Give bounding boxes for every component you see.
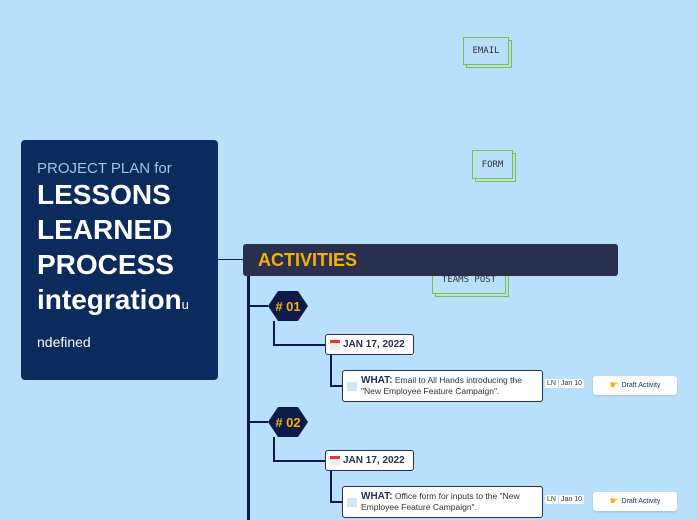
title-pre: PROJECT PLAN for: [37, 160, 172, 177]
connector: [247, 276, 250, 520]
pointing-hand-icon: ☛: [609, 380, 619, 391]
connector: [250, 305, 268, 307]
title-line: LEARNED: [37, 214, 173, 245]
what-text: Office form for inputs to the "New Emplo…: [361, 491, 520, 512]
due-date: Jan 10: [559, 495, 585, 504]
title-line: PROCESS: [37, 249, 174, 280]
assignee-initials: LN: [545, 379, 558, 388]
date-text: JAN 17, 2022: [343, 455, 405, 466]
due-date: Jan 10: [559, 379, 585, 388]
project-title-node[interactable]: PROJECT PLAN for LESSONS LEARNED PROCESS…: [21, 140, 218, 380]
connector: [250, 421, 268, 423]
email-icon: [347, 381, 357, 391]
draft-label: Draft Activity: [621, 498, 661, 505]
connector: [218, 259, 243, 260]
date-text: JAN 17, 2022: [343, 339, 405, 350]
calendar-icon: [330, 339, 340, 350]
pointing-hand-icon: ☛: [609, 496, 619, 507]
connector: [330, 385, 342, 387]
connector: [273, 344, 325, 346]
activity-what[interactable]: WHAT: Email to All Hands introducing the…: [342, 370, 543, 402]
what-text: Email to All Hands introducing the "New …: [361, 375, 522, 396]
connector: [273, 437, 275, 461]
title-suffix: u: [181, 297, 189, 312]
assignee-initials: LN: [545, 495, 558, 504]
what-label: WHAT:: [361, 491, 393, 502]
connector: [273, 321, 275, 345]
activity-number[interactable]: # 02: [268, 407, 308, 437]
form-icon: [347, 497, 357, 507]
draft-label: Draft Activity: [621, 382, 661, 389]
draft-activity-button[interactable]: ☛Draft Activity: [593, 492, 677, 511]
connector: [330, 471, 332, 502]
form-tag[interactable]: FORM: [472, 150, 513, 179]
activity-date[interactable]: JAN 17, 2022: [325, 334, 414, 355]
title-line: LESSONS: [37, 179, 171, 210]
what-label: WHAT:: [361, 375, 393, 386]
activities-section[interactable]: ACTIVITIES: [243, 244, 618, 276]
calendar-icon: [330, 455, 340, 466]
connector: [330, 355, 332, 386]
email-tag[interactable]: EMAIL: [463, 37, 509, 65]
activity-what[interactable]: WHAT: Office form for inputs to the "New…: [342, 486, 543, 518]
draft-activity-button[interactable]: ☛Draft Activity: [593, 376, 677, 395]
title-tail: ndefined: [37, 334, 91, 350]
connector: [273, 460, 325, 462]
connector: [330, 501, 342, 503]
activity-number[interactable]: # 01: [268, 291, 308, 321]
activity-date[interactable]: JAN 17, 2022: [325, 450, 414, 471]
title-line: integration: [37, 284, 182, 315]
